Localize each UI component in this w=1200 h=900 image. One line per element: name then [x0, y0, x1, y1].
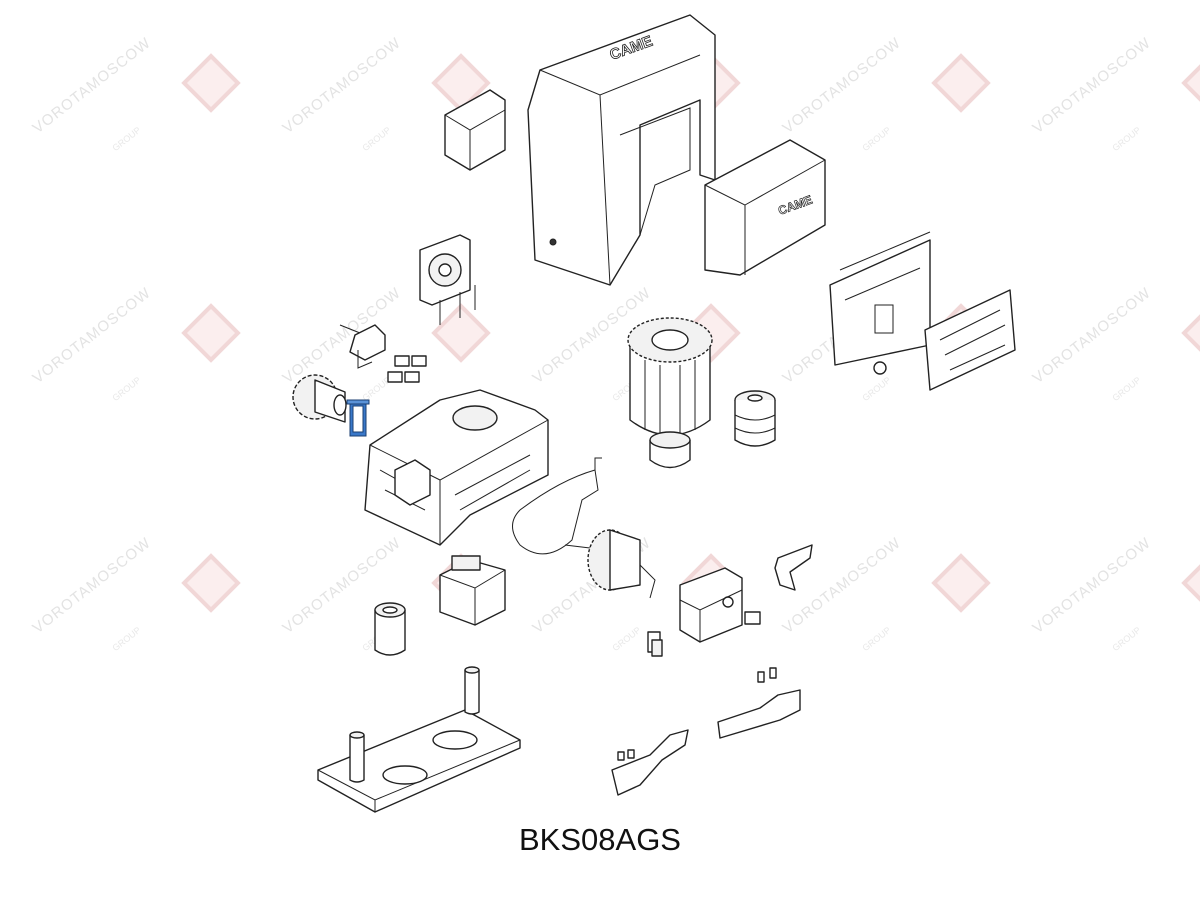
control-board: [829, 231, 1016, 391]
side-cover: CAME: [704, 139, 826, 276]
limit-cam-right: [717, 667, 801, 739]
housing-gasket: [512, 457, 602, 555]
connector: [647, 631, 663, 657]
cooling-fan: [419, 234, 476, 325]
foundation-plate: [317, 666, 521, 813]
limit-switch-bracket: [339, 324, 386, 369]
model-title: BKS08AGS: [519, 822, 681, 857]
motor-stator: [627, 317, 713, 469]
transformer: [439, 555, 506, 626]
bushing: [374, 602, 406, 656]
drive-gear: [292, 374, 347, 423]
limit-cam-left: [611, 729, 689, 796]
highlighted-part: [349, 401, 367, 437]
gearmotor-housing: [364, 389, 549, 546]
worm-shaft: [564, 529, 656, 599]
release-lever-highlighted: [346, 399, 370, 437]
release-lock: [679, 567, 761, 643]
pulley: [734, 390, 776, 447]
main-cover: CAME: [527, 14, 716, 286]
terminal-clips: [387, 355, 427, 383]
release-knob: [774, 544, 813, 591]
small-cover: [444, 89, 506, 171]
